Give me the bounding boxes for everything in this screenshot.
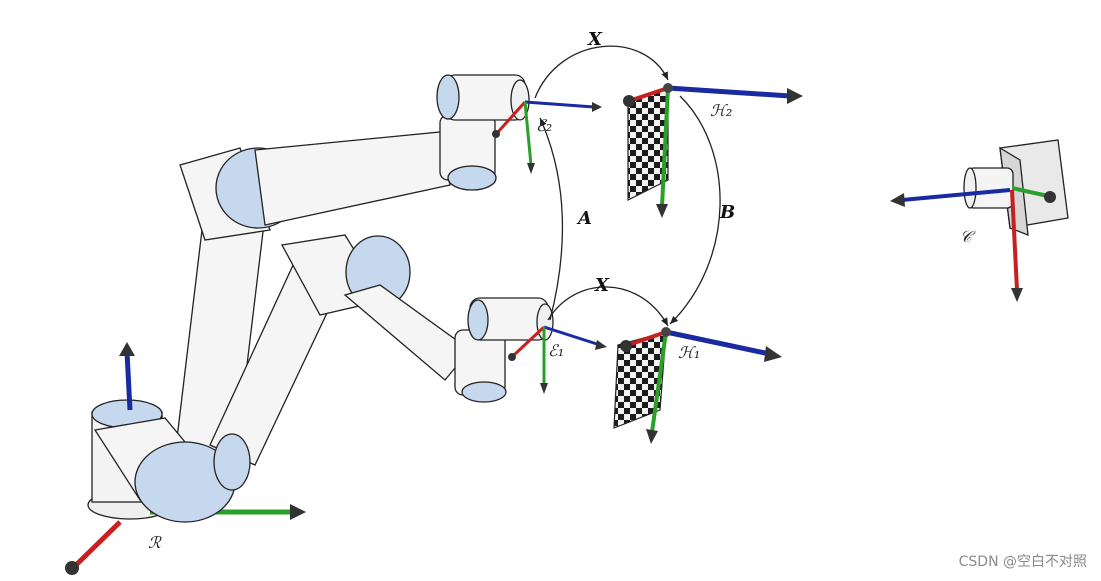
- ee-frame-2-axes: [492, 100, 602, 174]
- label-target-1: ℋ₁: [678, 343, 700, 362]
- robot-arm-lower: [209, 234, 554, 466]
- transform-arrows: [534, 45, 721, 327]
- label-b: B: [719, 202, 735, 223]
- label-ee-1: ℰ₁: [548, 341, 564, 360]
- robot-shoulder-base: [93, 417, 251, 523]
- label-x-bottom: X: [594, 275, 610, 296]
- label-camera: 𝒞: [960, 227, 976, 246]
- label-robot-base: ℛ: [148, 533, 162, 552]
- label-target-2: ℋ₂: [710, 101, 732, 120]
- calibration-target-2: [623, 83, 803, 218]
- robot-arm-upper: [174, 74, 530, 466]
- camera-frame-axes: [890, 186, 1056, 302]
- label-a: A: [576, 208, 592, 229]
- calibration-target-1: [613, 327, 782, 444]
- label-ee-2: ℰ₂: [536, 116, 552, 135]
- ee-frame-1-axes: [508, 325, 607, 394]
- watermark: CSDN @空白不对照: [958, 554, 1087, 570]
- label-x-top: X: [587, 29, 603, 50]
